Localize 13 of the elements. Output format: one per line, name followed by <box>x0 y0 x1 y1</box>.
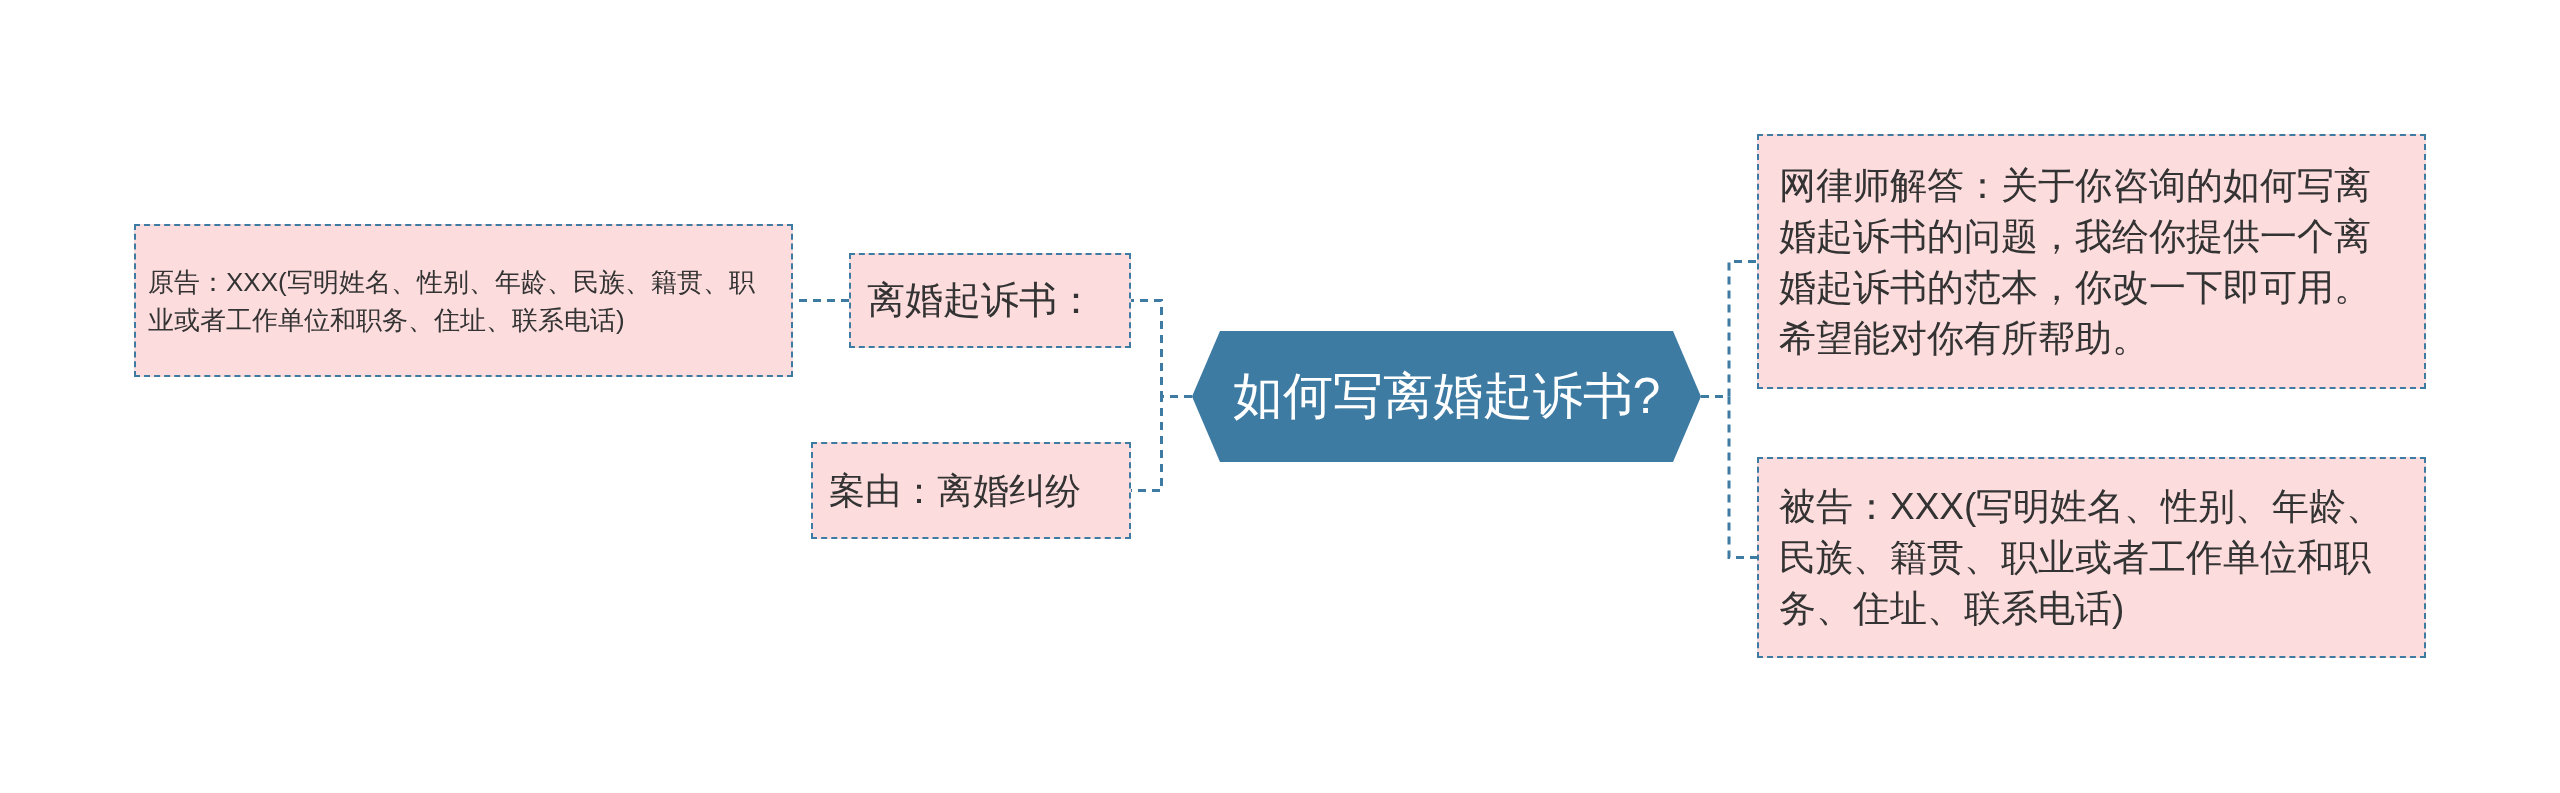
topic-box <box>1757 134 2426 389</box>
topic-box <box>134 224 793 377</box>
topic-text: 网律师解答：关于你咨询的如何写离婚起诉书的问题，我给你提供一个离婚起诉书的范本，你改一下即可用。希望能对你有所帮助。 <box>1779 163 2372 361</box>
topic-text: 被告：XXX(写明姓名、性别、年龄、民族、籍贯、职业或者工作单位和职务、住址、联系电话) <box>1779 485 2385 631</box>
topic-text: 如何写离婚起诉书? <box>1232 367 1661 426</box>
topic-text: 离婚起诉书： <box>867 278 1096 323</box>
central-topic-hexagon <box>1192 331 1701 462</box>
topic-box <box>1757 457 2426 658</box>
connector-line <box>1701 395 1757 559</box>
topic-text: 原告：XXX(写明姓名、性别、年龄、民族、籍贯、职业或者工作单位和职务、住址、联系电话) <box>148 265 756 337</box>
topic-box <box>849 253 1131 348</box>
topic-text: 案由：离婚纠纷 <box>829 468 1082 513</box>
topic-box <box>811 442 1131 539</box>
